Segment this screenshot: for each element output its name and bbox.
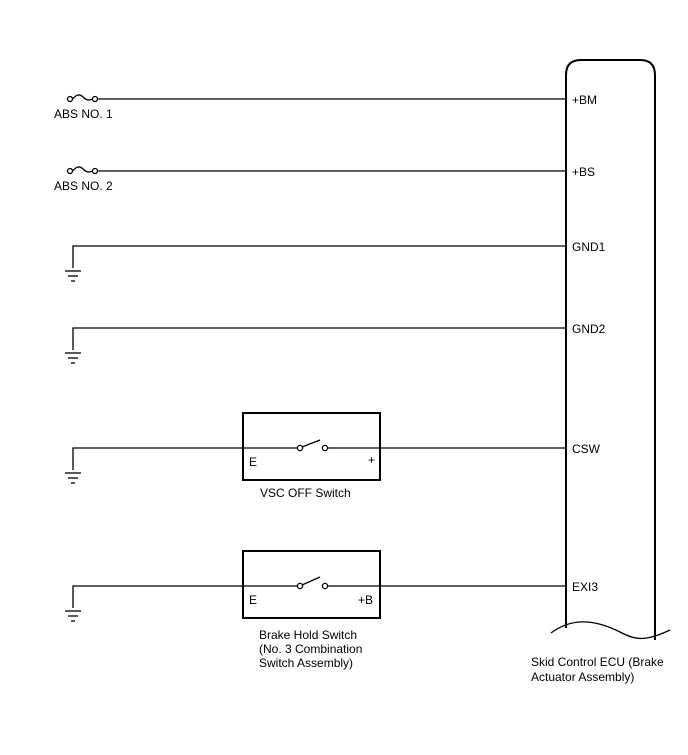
- fuse-terminal: [91, 167, 99, 175]
- switch-contact-icon: [296, 576, 329, 590]
- switch-label-line-2: (No. 3 Combination: [259, 642, 362, 656]
- fuse-label: ABS NO. 1: [54, 107, 113, 121]
- brake-hold-switch: E +B Brake Hold Switch (No. 3 Combinatio…: [65, 550, 598, 670]
- pin-label: +BS: [572, 165, 595, 179]
- fuse-label: ABS NO. 2: [54, 179, 113, 193]
- ecu-label-line-2: Actuator Assembly): [531, 670, 634, 684]
- wire-ground-side: [72, 447, 297, 470]
- ground-icon: [65, 610, 81, 622]
- switch-label-line-1: Brake Hold Switch: [259, 628, 357, 642]
- terminal-e: E: [249, 455, 257, 469]
- pin-label: GND2: [572, 322, 606, 336]
- switch-box: [242, 412, 381, 481]
- pin-label: GND1: [572, 240, 606, 254]
- pin-label: CSW: [572, 442, 601, 456]
- terminal-plus: +: [368, 453, 375, 467]
- ecu-break-line: [550, 621, 671, 640]
- skid-control-ecu: Skid Control ECU (Brake Actuator Assembl…: [531, 59, 671, 684]
- fuse-abs-no-1: ABS NO. 1 +BM: [54, 93, 597, 121]
- wire-gnd1: [72, 245, 566, 268]
- fuse-abs-no-2: ABS NO. 2 +BS: [54, 165, 595, 193]
- vsc-off-switch: E + VSC OFF Switch CSW: [65, 412, 601, 500]
- ecu-outline: [565, 59, 656, 640]
- switch-box: [242, 550, 381, 619]
- wire-ground-side: [72, 585, 297, 608]
- ground-icon: [65, 472, 81, 484]
- fuse-terminal: [91, 95, 99, 103]
- switch-contact-icon: [296, 439, 329, 452]
- terminal-e: E: [249, 593, 257, 607]
- fuse-element: [72, 94, 93, 101]
- pin-label: EXI3: [572, 580, 598, 594]
- wire-gnd2: [72, 327, 566, 350]
- ground-icon: [65, 352, 81, 364]
- ground-gnd1: GND1: [65, 240, 606, 282]
- fuse-element: [72, 166, 93, 173]
- ecu-label-line-1: Skid Control ECU (Brake: [531, 655, 664, 669]
- ground-icon: [65, 270, 81, 282]
- switch-label-line-3: Switch Assembly): [259, 656, 353, 670]
- pin-label: +BM: [572, 93, 597, 107]
- ground-gnd2: GND2: [65, 322, 606, 364]
- switch-label: VSC OFF Switch: [260, 486, 351, 500]
- fuse-icon: [66, 95, 74, 103]
- terminal-plus-b: +B: [358, 593, 373, 607]
- fuse-icon: [66, 167, 74, 175]
